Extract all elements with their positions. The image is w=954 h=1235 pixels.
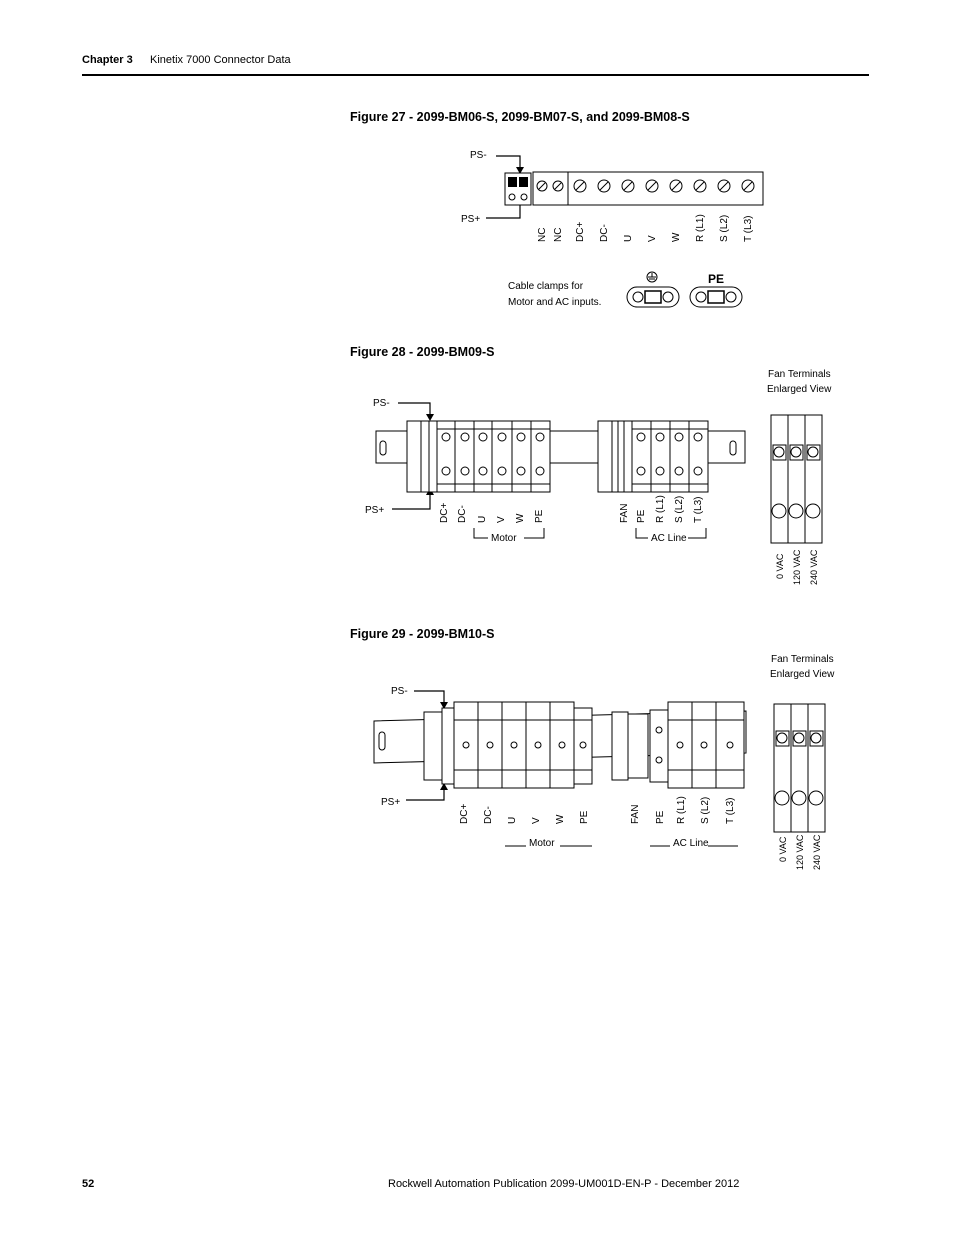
terminal-label: DC+ <box>575 222 586 242</box>
ps-minus-label: PS- <box>373 398 390 409</box>
terminal-label: PE <box>655 810 666 824</box>
fan-voltage-label: 120 VAC <box>795 834 805 870</box>
chapter-label: Chapter 3 <box>82 54 133 66</box>
terminal-label: S (L2) <box>700 797 711 824</box>
page-number: 52 <box>82 1178 95 1190</box>
terminal-label: V <box>531 817 542 824</box>
terminal-label: T (L3) <box>743 216 754 243</box>
terminal-label: S (L2) <box>719 215 730 242</box>
fan-terminals-enlarged <box>773 703 826 833</box>
terminal-label: PE <box>636 509 647 523</box>
terminal-label: V <box>496 516 507 523</box>
terminal-label: FAN <box>619 504 630 523</box>
figure-29-title: Figure 29 - 2099-BM10-S <box>350 627 495 641</box>
header-rule <box>82 74 869 76</box>
terminal-label: PE <box>534 509 545 523</box>
motor-group-label: Motor <box>529 838 555 849</box>
terminal-label: U <box>477 516 488 523</box>
terminal-label: T (L3) <box>693 497 704 524</box>
motor-group-label: Motor <box>491 533 517 544</box>
fan-terminals-title: Fan Terminals <box>768 369 831 380</box>
motor-terminal-blocks <box>453 701 593 789</box>
cable-clamp-left <box>626 286 680 308</box>
terminal-label: DC- <box>483 806 494 824</box>
terminal-label: W <box>515 513 526 523</box>
fan-terminals-subtitle: Enlarged View <box>770 669 835 680</box>
clamp-note-line1: Cable clamps for <box>508 281 584 292</box>
terminal-screws <box>573 179 755 193</box>
fan-terminals-subtitle: Enlarged View <box>767 384 832 395</box>
ps-plus-label: PS+ <box>365 505 384 516</box>
figure-27-title: Figure 27 - 2099-BM06-S, 2099-BM07-S, an… <box>350 110 690 124</box>
fan-voltage-label: 0 VAC <box>778 836 788 862</box>
ps-plus-label: PS+ <box>461 214 480 225</box>
chapter-title: Kinetix 7000 Connector Data <box>150 54 291 66</box>
figure-27-diagram: PS- PS+ NC NC DC+ DC- U V W R (L1) S (L2… <box>461 150 764 308</box>
terminal-label: W <box>555 814 566 824</box>
terminal-label: W <box>671 232 682 242</box>
ground-icon <box>646 271 658 283</box>
ac-line-group-label: AC Line <box>651 533 687 544</box>
ac-terminal-blocks <box>631 420 709 493</box>
terminal-label: NC <box>537 228 548 242</box>
pe-label: PE <box>708 272 724 286</box>
terminal-label: S (L2) <box>674 496 685 523</box>
terminal-label: DC- <box>457 505 468 523</box>
terminal-label: DC+ <box>459 804 470 824</box>
ps-plus-label: PS+ <box>381 797 400 808</box>
terminal-label: PE <box>579 810 590 824</box>
terminal-label: R (L1) <box>695 214 706 242</box>
clamp-note-line2: Motor and AC inputs. <box>508 297 601 308</box>
figure-28-title: Figure 28 - 2099-BM09-S <box>350 345 495 359</box>
terminal-label: DC- <box>599 224 610 242</box>
terminal-label: R (L1) <box>676 796 687 824</box>
ac-line-group-label: AC Line <box>673 838 709 849</box>
fan-voltage-label: 240 VAC <box>812 834 822 870</box>
fan-voltage-label: 120 VAC <box>792 549 802 585</box>
nc-screws <box>536 180 564 192</box>
fan-terminals-title: Fan Terminals <box>771 654 834 665</box>
terminal-label: R (L1) <box>655 495 666 523</box>
fan-terminals-enlarged <box>770 414 823 544</box>
motor-terminal-blocks <box>436 420 551 493</box>
terminal-label: U <box>623 235 634 242</box>
ps-minus-label: PS- <box>470 150 487 161</box>
figure-28-diagram: PS- PS+ DC+ DC- U V W PE <box>365 369 832 585</box>
terminal-label: DC+ <box>439 503 450 523</box>
terminal-label: V <box>647 235 658 242</box>
ps-minus-label: PS- <box>391 686 408 697</box>
ac-terminal-blocks <box>655 701 745 789</box>
publication-info: Rockwell Automation Publication 2099-UM0… <box>388 1178 740 1190</box>
terminal-label: T (L3) <box>725 798 736 825</box>
terminal-label: U <box>507 817 518 824</box>
figure-29-diagram: PS- PS+ DC+ DC- U V W PE Motor FAN <box>373 654 835 870</box>
fan-voltage-label: 0 VAC <box>775 553 785 579</box>
fan-voltage-label: 240 VAC <box>809 549 819 585</box>
terminal-label: NC <box>553 228 564 242</box>
cable-clamp-right <box>689 286 743 308</box>
terminal-label: FAN <box>630 805 641 824</box>
